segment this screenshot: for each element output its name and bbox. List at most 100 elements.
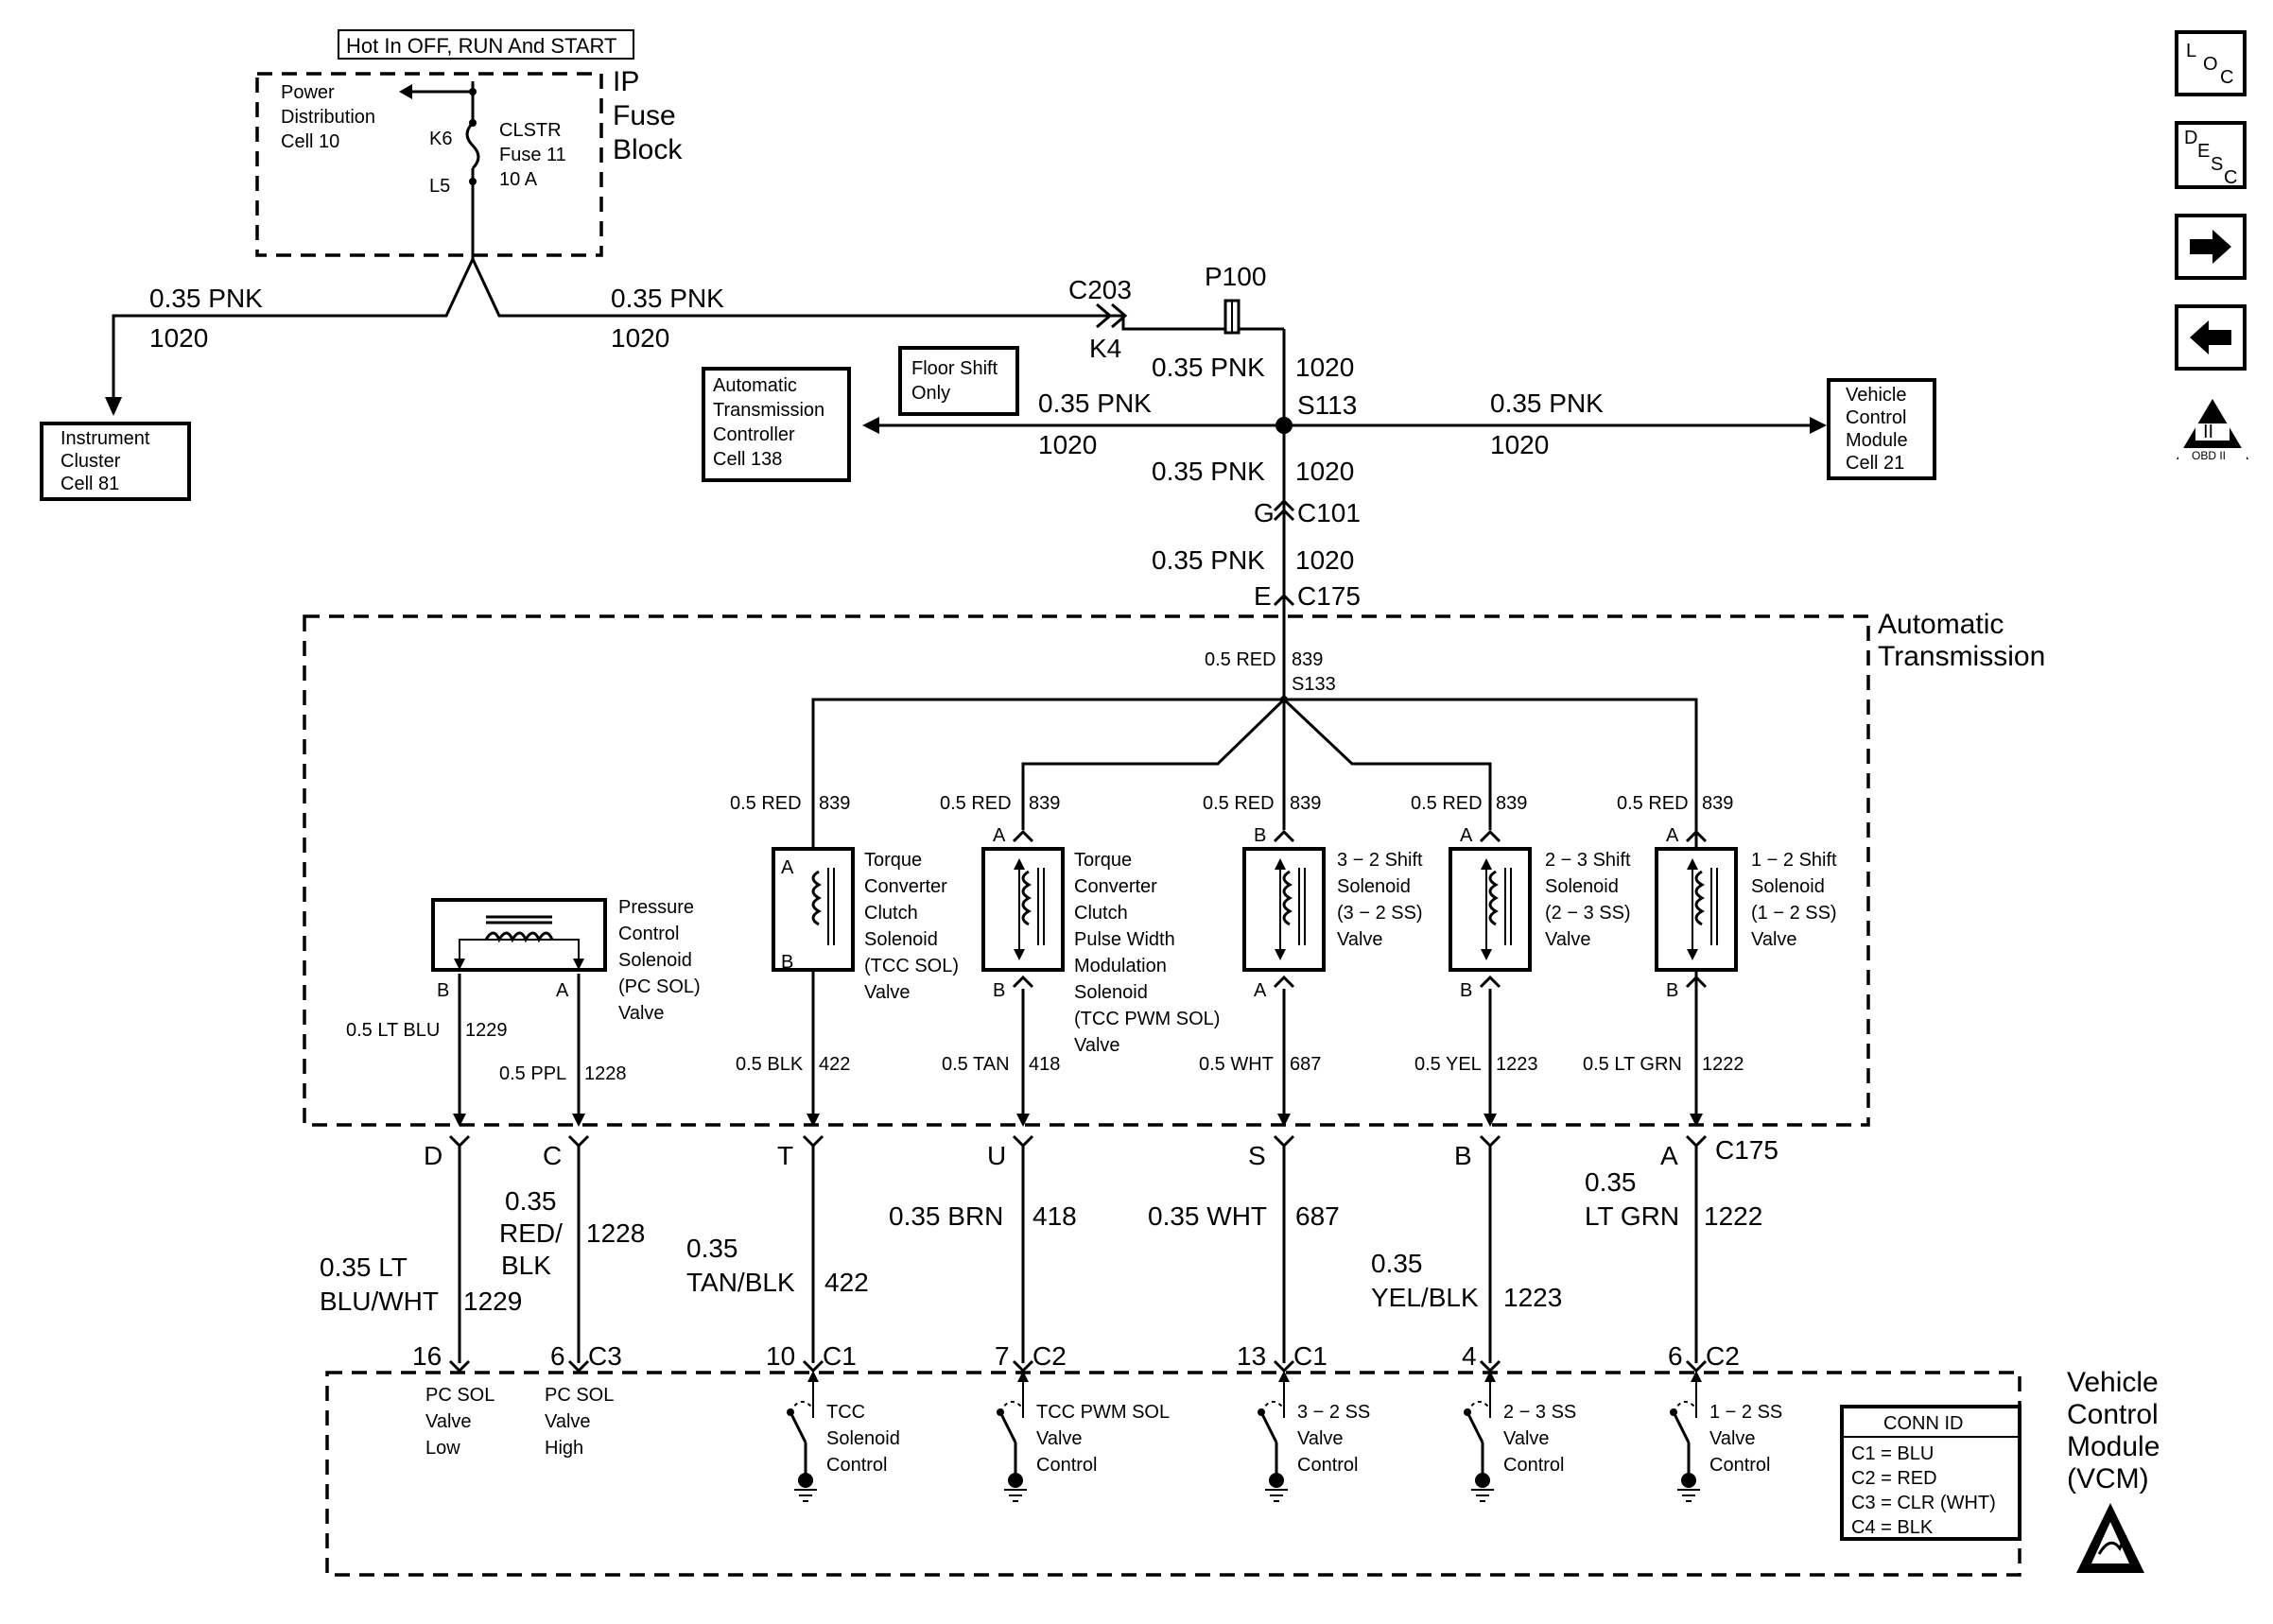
location-icon-c: C <box>2220 67 2233 88</box>
solenoid-pin-top-0: A <box>781 857 794 878</box>
vcm-switch-blade-6 <box>1672 1411 1691 1443</box>
inner-wire-circuit-5: 1223 <box>1496 1054 1538 1075</box>
tcc-sol-label-4: Solenoid <box>864 929 938 950</box>
outer-422-line-1: 0.35 <box>686 1234 738 1263</box>
c203-pin-label: K4 <box>1089 334 1121 363</box>
vcm-cell-2: Control <box>1846 407 1906 428</box>
solenoid-lead-arrow-up-4 <box>1687 858 1698 870</box>
ss32-label-3: (3 − 2 SS) <box>1337 903 1423 924</box>
vcm-label-1-1: Valve <box>545 1411 591 1432</box>
vcm-label-0-2: Low <box>425 1438 460 1459</box>
trunk-gauge-3: 0.35 PNK <box>1152 545 1265 575</box>
p100-label: P100 <box>1205 262 1266 291</box>
vcm-conn-3: C2 <box>1032 1341 1067 1371</box>
wire-mid-circuit: 1020 <box>611 323 669 353</box>
vcm-switch-blade-2 <box>789 1411 807 1443</box>
vcm-label-5-2: Control <box>1503 1455 1564 1476</box>
fuse-label-3: 10 A <box>499 169 538 190</box>
inner-wire-arrow-2 <box>807 1114 820 1127</box>
c175-top-pin: E <box>1254 581 1272 611</box>
ignition-box <box>338 29 634 60</box>
atc-label-4: Cell 138 <box>713 449 782 470</box>
outer-422-line-2: TAN/BLK <box>686 1268 795 1297</box>
ss23-label-1: 2 − 3 Shift <box>1545 850 1631 871</box>
c175-pin-6: A <box>1660 1141 1678 1170</box>
solenoid-feed-gauge-4: 0.5 RED <box>1617 793 1689 814</box>
vcm-cell-4: Cell 21 <box>1846 453 1904 474</box>
c175-connector-1 <box>567 1134 590 1149</box>
vcm-pin-2: 10 <box>766 1341 795 1371</box>
solenoid-box-0 <box>772 847 855 972</box>
pin-l5-label: L5 <box>429 176 450 197</box>
vcm-label-6-0: 1 − 2 SS <box>1709 1402 1782 1423</box>
c175-connector-4 <box>1273 1134 1295 1149</box>
atc-label-3: Controller <box>713 424 795 445</box>
vcm-label-1-2: High <box>545 1438 583 1459</box>
vcm-pin-5: 4 <box>1462 1341 1477 1371</box>
vcm-cell-box <box>1827 378 1936 480</box>
c203-connector <box>1096 302 1128 329</box>
previous-page-button[interactable] <box>2175 304 2247 371</box>
outer-1229-circuit: 1229 <box>463 1287 522 1316</box>
ss12-label-2: Solenoid <box>1751 876 1825 897</box>
vcm-label-5-1: Valve <box>1503 1428 1550 1449</box>
location-icon-l: L <box>2186 41 2196 61</box>
solenoid-feed-circuit-4: 839 <box>1702 793 1733 814</box>
solenoid-lead-arrow-down-1 <box>1014 949 1025 960</box>
location-button[interactable]: L O C <box>2175 30 2247 96</box>
vcm-ground-node-6 <box>1681 1473 1696 1488</box>
pc-sol-label-3: Solenoid <box>618 950 692 971</box>
wire-1020-upper <box>112 255 1284 406</box>
solenoid-coil-4 <box>1694 870 1705 926</box>
ignition-label: Hot In OFF, RUN And START <box>346 34 616 58</box>
inner-wire-gauge-1: 0.5 PPL <box>499 1063 566 1084</box>
branch-left-gauge: 0.35 PNK <box>1038 389 1152 418</box>
pc-sol-box <box>431 898 607 972</box>
vcm-label-3-1: Valve <box>1036 1428 1083 1449</box>
description-button[interactable]: D E S C <box>2175 121 2247 189</box>
branch-right-gauge: 0.35 PNK <box>1490 389 1604 418</box>
pwm-sol-label-3: Clutch <box>1074 903 1128 924</box>
solenoid-lead-arrow-down-4 <box>1687 949 1698 960</box>
vcm-label-4-1: Valve <box>1297 1428 1344 1449</box>
vcm-ground-node-5 <box>1475 1473 1490 1488</box>
solenoid-pin-bottom-1: B <box>993 980 1005 1001</box>
obd-ii-button[interactable]: II OBD II <box>2177 399 2248 462</box>
solenoid-pin-bottom-0: B <box>781 952 793 973</box>
description-icon-c: C <box>2224 167 2237 188</box>
pc-sol-label-1: Pressure <box>618 897 694 918</box>
solenoid-top-connector-2 <box>1273 829 1295 843</box>
vcm-label-0-1: Valve <box>425 1411 472 1432</box>
pwm-sol-label-6: Solenoid <box>1074 982 1148 1003</box>
vcm-connector-1 <box>567 1359 590 1373</box>
instrument-cluster-3: Cell 81 <box>61 474 119 494</box>
outer-1223-circuit: 1223 <box>1503 1283 1562 1312</box>
vcm-label-3-2: Control <box>1036 1455 1097 1476</box>
inner-wire-arrow-1 <box>572 1114 585 1127</box>
pdc-label-1: Power <box>281 82 335 103</box>
c175-top-label: C175 <box>1297 581 1361 611</box>
vcm-pin-4: 13 <box>1237 1341 1266 1371</box>
pc-sol-label-5: Valve <box>618 1003 665 1024</box>
pc-sol-leads <box>459 939 580 970</box>
obd-ii-roman: II <box>2203 422 2213 442</box>
conn-id-row-2: C2 = RED <box>1851 1468 1937 1489</box>
ss12-label-4: Valve <box>1751 929 1797 950</box>
atc-label-1: Automatic <box>713 375 797 396</box>
branch-left-circuit: 1020 <box>1038 430 1097 459</box>
vcm-label-3-0: TCC PWM SOL <box>1036 1402 1170 1423</box>
next-page-button[interactable] <box>2175 214 2247 280</box>
auto-trans-title-2: Transmission <box>1878 641 2045 672</box>
vcm-lead-arrow-2 <box>807 1371 819 1382</box>
c175-pin-5: B <box>1454 1141 1472 1170</box>
vcm-connector-0 <box>448 1359 471 1373</box>
solenoid-lead-arrow-up-2 <box>1275 858 1286 870</box>
vcm-label-6-2: Control <box>1709 1455 1770 1476</box>
conn-id-title: CONN ID <box>1883 1413 1963 1434</box>
solenoid-feed-gauge-0: 0.5 RED <box>730 793 802 814</box>
outer-1223-line-1: 0.35 <box>1371 1249 1423 1278</box>
solenoid-pin-top-3: A <box>1460 825 1473 846</box>
c175-pin-0: D <box>424 1141 442 1170</box>
vcm-label-4-0: 3 − 2 SS <box>1297 1402 1370 1423</box>
floor-shift-box <box>898 346 1019 416</box>
